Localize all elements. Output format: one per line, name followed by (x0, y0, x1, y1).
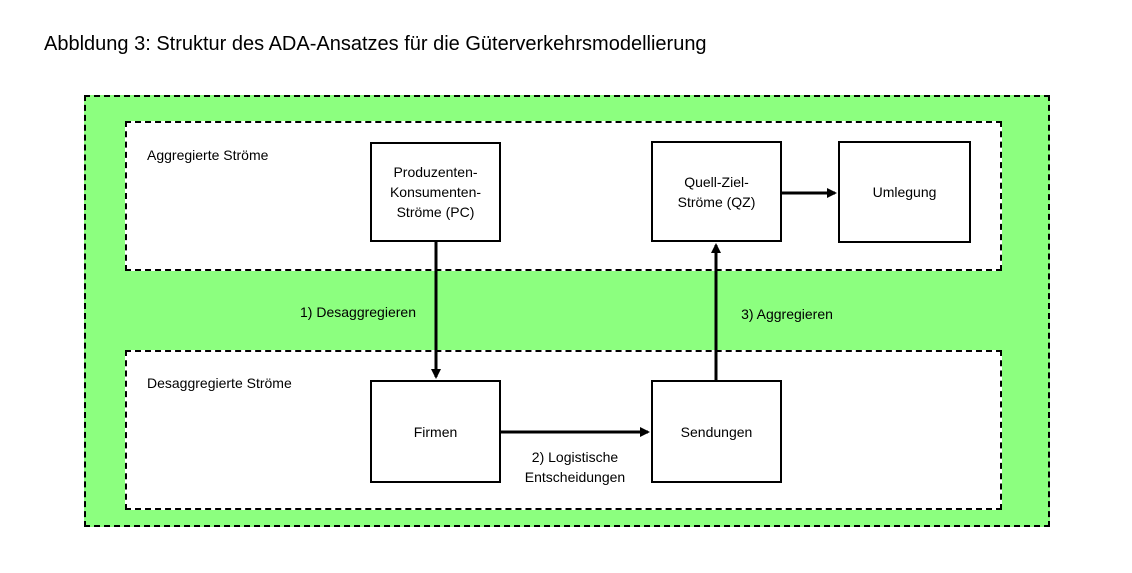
disaggregated-flows-label: Desaggregierte Ströme (147, 375, 292, 391)
producer-consumer-flows-node: Produzenten- Konsumenten- Ströme (PC) (370, 142, 501, 242)
figure-title: Abbldung 3: Struktur des ADA-Ansatzes fü… (44, 33, 707, 55)
logistics-decisions-label: 2) Logistische Entscheidungen (524, 449, 626, 485)
assignment-node: Umlegung (838, 141, 971, 243)
origin-destination-flows-node: Quell-Ziel- Ströme (QZ) (651, 141, 782, 242)
disaggregate-label: 1) Desaggregieren (300, 304, 416, 320)
aggregated-flows-label: Aggregierte Ströme (147, 147, 269, 163)
aggregate-label: 3) Aggregieren (741, 306, 833, 322)
disaggregated-flows-panel (125, 350, 1002, 510)
shipments-node: Sendungen (651, 380, 782, 483)
firms-node: Firmen (370, 380, 501, 483)
